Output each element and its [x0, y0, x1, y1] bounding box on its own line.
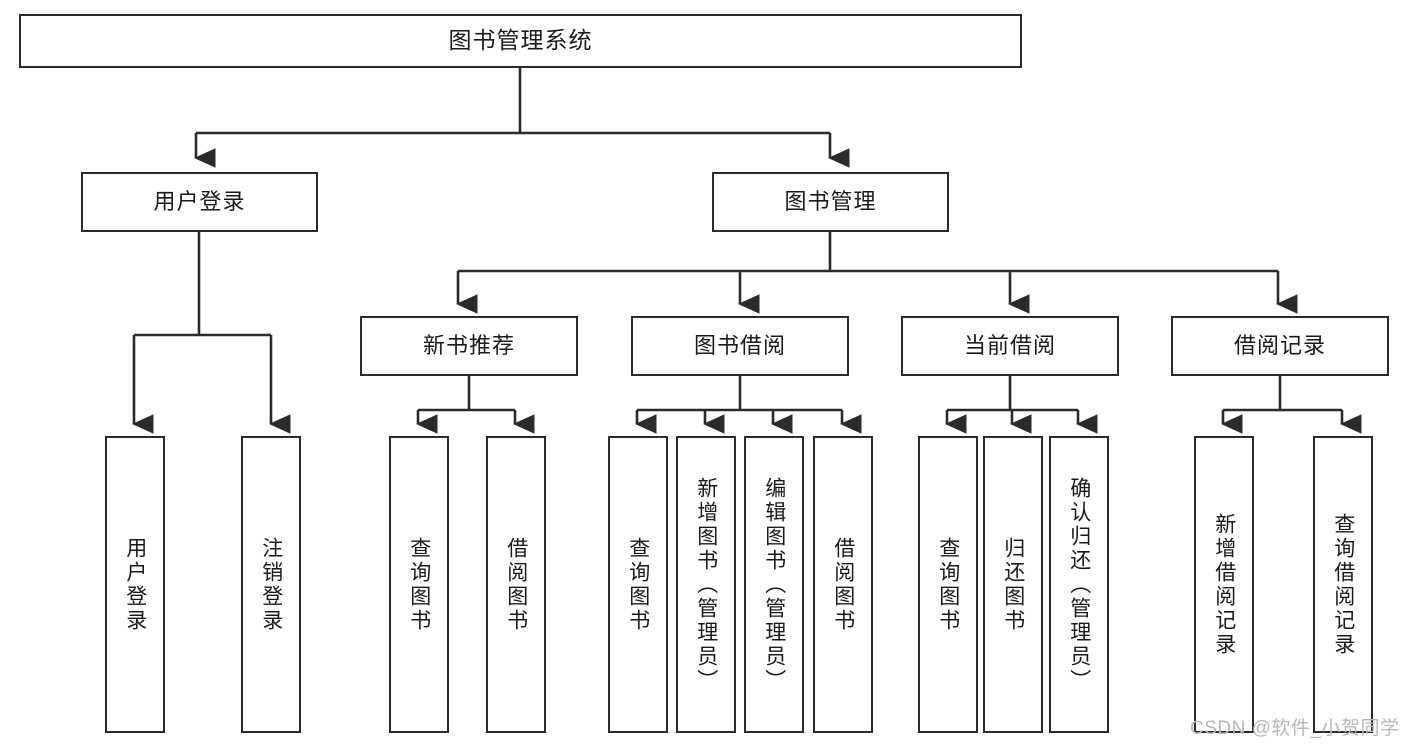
node-root[interactable]: 图书管理系统	[19, 14, 1022, 68]
leaf-query-book-2-label: 查询图书	[626, 536, 650, 633]
leaf-edit-book[interactable]: 编辑图书（管理员）	[744, 436, 804, 733]
leaf-return-book-label: 归还图书	[1001, 536, 1025, 633]
node-root-label: 图书管理系统	[448, 27, 593, 54]
leaf-add-record-label: 新增借阅记录	[1212, 512, 1236, 657]
leaf-query-book-1-label: 查询图书	[407, 536, 431, 633]
node-borrow-record-label: 借阅记录	[1233, 332, 1326, 358]
leaf-borrow-book-1-label: 借阅图书	[504, 536, 528, 633]
node-user-login[interactable]: 用户登录	[81, 172, 318, 232]
leaf-borrow-book-1[interactable]: 借阅图书	[486, 436, 546, 733]
node-borrow-record[interactable]: 借阅记录	[1171, 316, 1389, 376]
leaf-edit-book-label: 编辑图书（管理员）	[762, 476, 786, 693]
leaf-borrow-book-2[interactable]: 借阅图书	[813, 436, 873, 733]
leaf-query-book-3-label: 查询图书	[936, 536, 960, 633]
leaf-add-book[interactable]: 新增图书（管理员）	[676, 436, 736, 733]
leaf-query-book-2[interactable]: 查询图书	[608, 436, 668, 733]
leaf-borrow-book-2-label: 借阅图书	[831, 536, 855, 633]
leaf-user-login[interactable]: 用户登录	[105, 436, 165, 733]
leaf-user-login-label: 用户登录	[123, 536, 147, 633]
leaf-confirm-return-label: 确认归还（管理员）	[1067, 476, 1091, 693]
node-new-book-rec[interactable]: 新书推荐	[360, 316, 578, 376]
leaf-query-record[interactable]: 查询借阅记录	[1313, 436, 1373, 733]
node-book-manage[interactable]: 图书管理	[712, 172, 949, 232]
leaf-logout-login-label: 注销登录	[259, 536, 283, 633]
watermark: CSDN @软件_小贺同学	[1190, 718, 1400, 739]
node-current-borrow[interactable]: 当前借阅	[901, 316, 1119, 376]
node-user-login-label: 用户登录	[153, 188, 246, 214]
leaf-query-book-3[interactable]: 查询图书	[918, 436, 978, 733]
leaf-confirm-return[interactable]: 确认归还（管理员）	[1049, 436, 1109, 733]
leaf-add-book-label: 新增图书（管理员）	[694, 476, 718, 693]
leaf-logout-login[interactable]: 注销登录	[241, 436, 301, 733]
leaf-query-record-label: 查询借阅记录	[1331, 512, 1355, 657]
node-book-borrow[interactable]: 图书借阅	[631, 316, 849, 376]
node-current-borrow-label: 当前借阅	[963, 332, 1056, 358]
leaf-add-record[interactable]: 新增借阅记录	[1194, 436, 1254, 733]
leaf-query-book-1[interactable]: 查询图书	[389, 436, 449, 733]
node-book-borrow-label: 图书借阅	[693, 332, 786, 358]
leaf-return-book[interactable]: 归还图书	[983, 436, 1043, 733]
node-book-manage-label: 图书管理	[784, 188, 877, 214]
node-new-book-rec-label: 新书推荐	[422, 332, 515, 358]
